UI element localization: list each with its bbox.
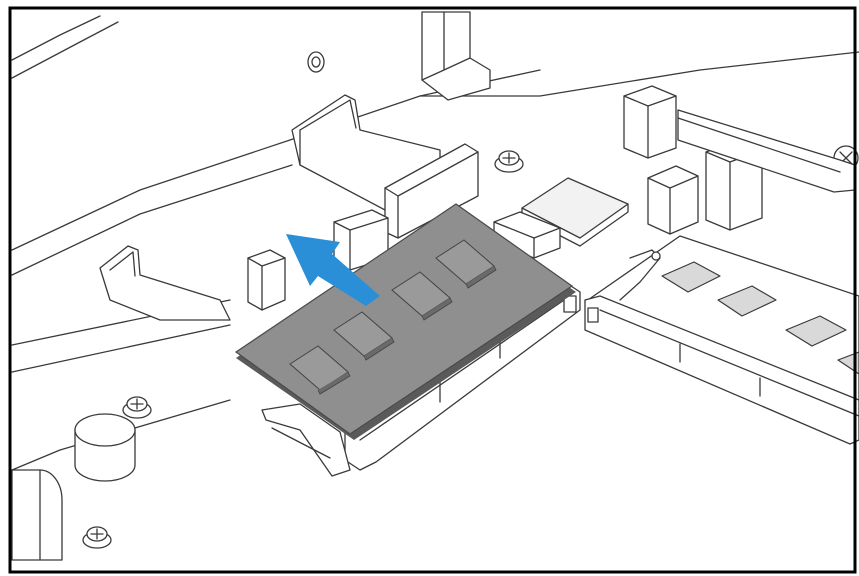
- post-small-b: [247, 249, 286, 311]
- memory-chip: [289, 345, 351, 395]
- screw-icon: [122, 396, 152, 419]
- component-tall-a: [623, 85, 677, 159]
- component-tall-b: [647, 165, 699, 235]
- screw-icon: [82, 526, 112, 549]
- top-bracket: [421, 11, 491, 101]
- chassis-frame: [11, 15, 859, 471]
- rail-right: [677, 109, 856, 193]
- insert-direction-arrow-icon: [286, 234, 380, 306]
- memory-slot-right: [584, 249, 859, 445]
- screw-icon: [494, 150, 524, 173]
- cylinder-component: [11, 469, 63, 561]
- figure-border: [8, 6, 857, 574]
- memory-chip: [435, 239, 497, 289]
- memory-chip: [333, 311, 395, 361]
- capacitor: [74, 413, 136, 482]
- standoff: [307, 51, 325, 73]
- memory-chip: [391, 271, 453, 321]
- new-memory-module: [234, 203, 576, 440]
- board-rail-left: [99, 245, 231, 321]
